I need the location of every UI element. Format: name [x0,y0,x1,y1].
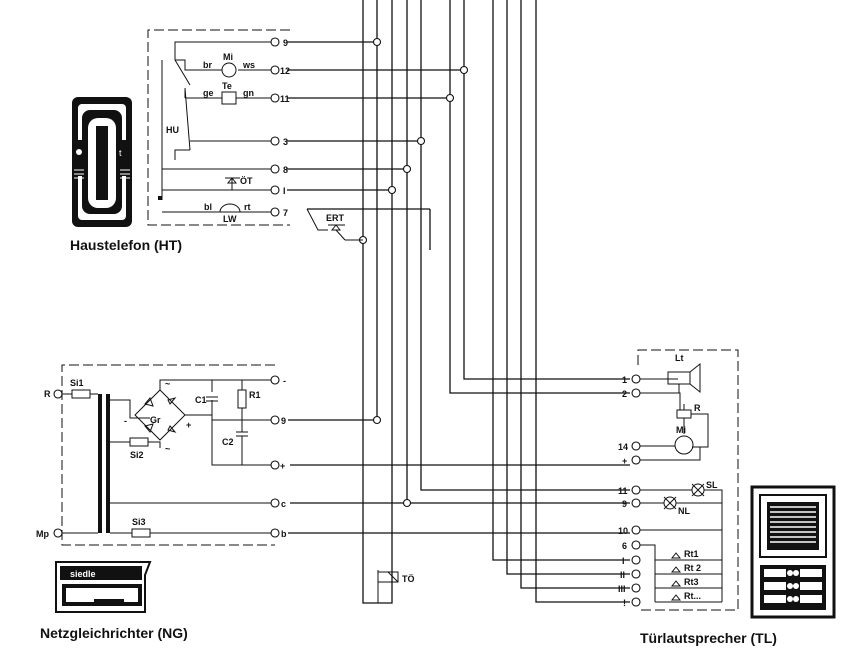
caption-netzgleichrichter: Netzgleichrichter (NG) [40,625,188,641]
house-phone-illustration: t [72,97,132,227]
svg-text:R: R [694,403,701,413]
ht-internal [158,41,363,241]
svg-text:Rt1: Rt1 [684,549,699,559]
svg-text:+: + [186,420,191,430]
svg-text:III: III [618,584,626,594]
svg-text:NL: NL [678,506,690,516]
ht-wires [287,41,464,191]
tl-box [637,349,739,611]
svg-text:ge: ge [203,88,214,98]
svg-text:9: 9 [281,416,286,426]
svg-text:9: 9 [283,38,288,48]
ng-box [61,364,275,546]
svg-text:Gr: Gr [150,415,161,425]
power-supply-illustration: siedle [55,561,152,613]
svg-text:!: ! [623,598,626,608]
ht-junctions [358,37,469,508]
ng-internal [62,379,275,538]
svg-text:ERT: ERT [326,213,345,223]
svg-text:C1: C1 [195,395,207,405]
ht-terminals [270,37,280,217]
door-station-illustration [750,485,836,619]
ng-component-labels: R Mp Si1 Si2 Si3 Gr C1 C2 R1 - + ~ ~ [36,378,261,539]
svg-text:Si2: Si2 [130,450,144,460]
svg-text:7: 7 [283,208,288,218]
svg-text:c: c [281,499,286,509]
svg-text:Si3: Si3 [132,517,146,527]
svg-text:+: + [622,456,627,466]
svg-text:12: 12 [280,66,290,76]
ht-terminal-labels: 9 12 11 3 8 I 7 [280,38,290,218]
svg-text:C2: C2 [222,437,234,447]
svg-text:ws: ws [242,60,255,70]
caption-haustelefon: Haustelefon (HT) [70,237,182,253]
svg-text:rt: rt [244,202,251,212]
svg-text:-: - [124,416,127,426]
svg-text:3: 3 [283,137,288,147]
tl-internal [640,362,723,603]
svg-text:Rt 2: Rt 2 [684,563,701,573]
svg-text:Mi: Mi [223,52,233,62]
svg-text:11: 11 [280,94,290,104]
caption-tuerlautsprecher: Türlautsprecher (TL) [640,630,777,646]
svg-text:I: I [283,186,286,196]
svg-text:Rt...: Rt... [684,591,701,601]
svg-text:10: 10 [618,526,628,536]
door-opener: TÖ [377,570,415,603]
svg-text:SL: SL [706,480,718,490]
svg-text:Mi: Mi [676,425,686,435]
svg-text:1: 1 [622,375,627,385]
svg-text:gn: gn [243,88,254,98]
svg-text:bl: bl [204,202,212,212]
svg-text:Te: Te [222,81,232,91]
ng-terminal-labels: - 9 + c b [280,376,287,539]
tl-component-labels: Lt R Mi SL NL Rt1 Rt 2 Rt3 Rt... [675,353,718,601]
bus-lines [288,0,630,604]
svg-text:14: 14 [618,442,628,452]
svg-text:Lt: Lt [675,353,684,363]
svg-text:Mp: Mp [36,529,49,539]
svg-text:R: R [44,389,51,399]
svg-text:TÖ: TÖ [402,574,415,584]
ng-wires [288,464,630,534]
svg-text:6: 6 [622,541,627,551]
svg-text:Rt3: Rt3 [684,577,699,587]
svg-text:+: + [280,461,285,471]
svg-text:siedle: siedle [70,569,96,579]
ht-box [147,29,290,226]
svg-text:8: 8 [283,165,288,175]
tl-terminals [631,374,641,607]
svg-text:~: ~ [165,379,170,389]
ng-terminals [53,375,280,538]
svg-text:ÖT: ÖT [240,176,253,186]
svg-text:2: 2 [622,389,627,399]
svg-text:HU: HU [166,125,179,135]
svg-text:Si1: Si1 [70,378,84,388]
svg-text:LW: LW [223,214,237,224]
tl-terminal-labels: 1 2 14 + 11 9 10 6 I II III ! [618,375,628,608]
svg-text:II: II [620,570,625,580]
svg-text:~: ~ [165,444,170,454]
svg-text:9: 9 [622,499,627,509]
svg-text:b: b [281,529,287,539]
svg-text:-: - [283,376,286,386]
svg-text:I: I [622,556,625,566]
svg-text:br: br [203,60,212,70]
svg-text:11: 11 [618,486,628,496]
ht-component-labels: Mi br ws Te ge gn HU ÖT LW bl rt ERT [166,52,345,224]
svg-text:t: t [119,148,122,158]
svg-text:R1: R1 [249,390,261,400]
